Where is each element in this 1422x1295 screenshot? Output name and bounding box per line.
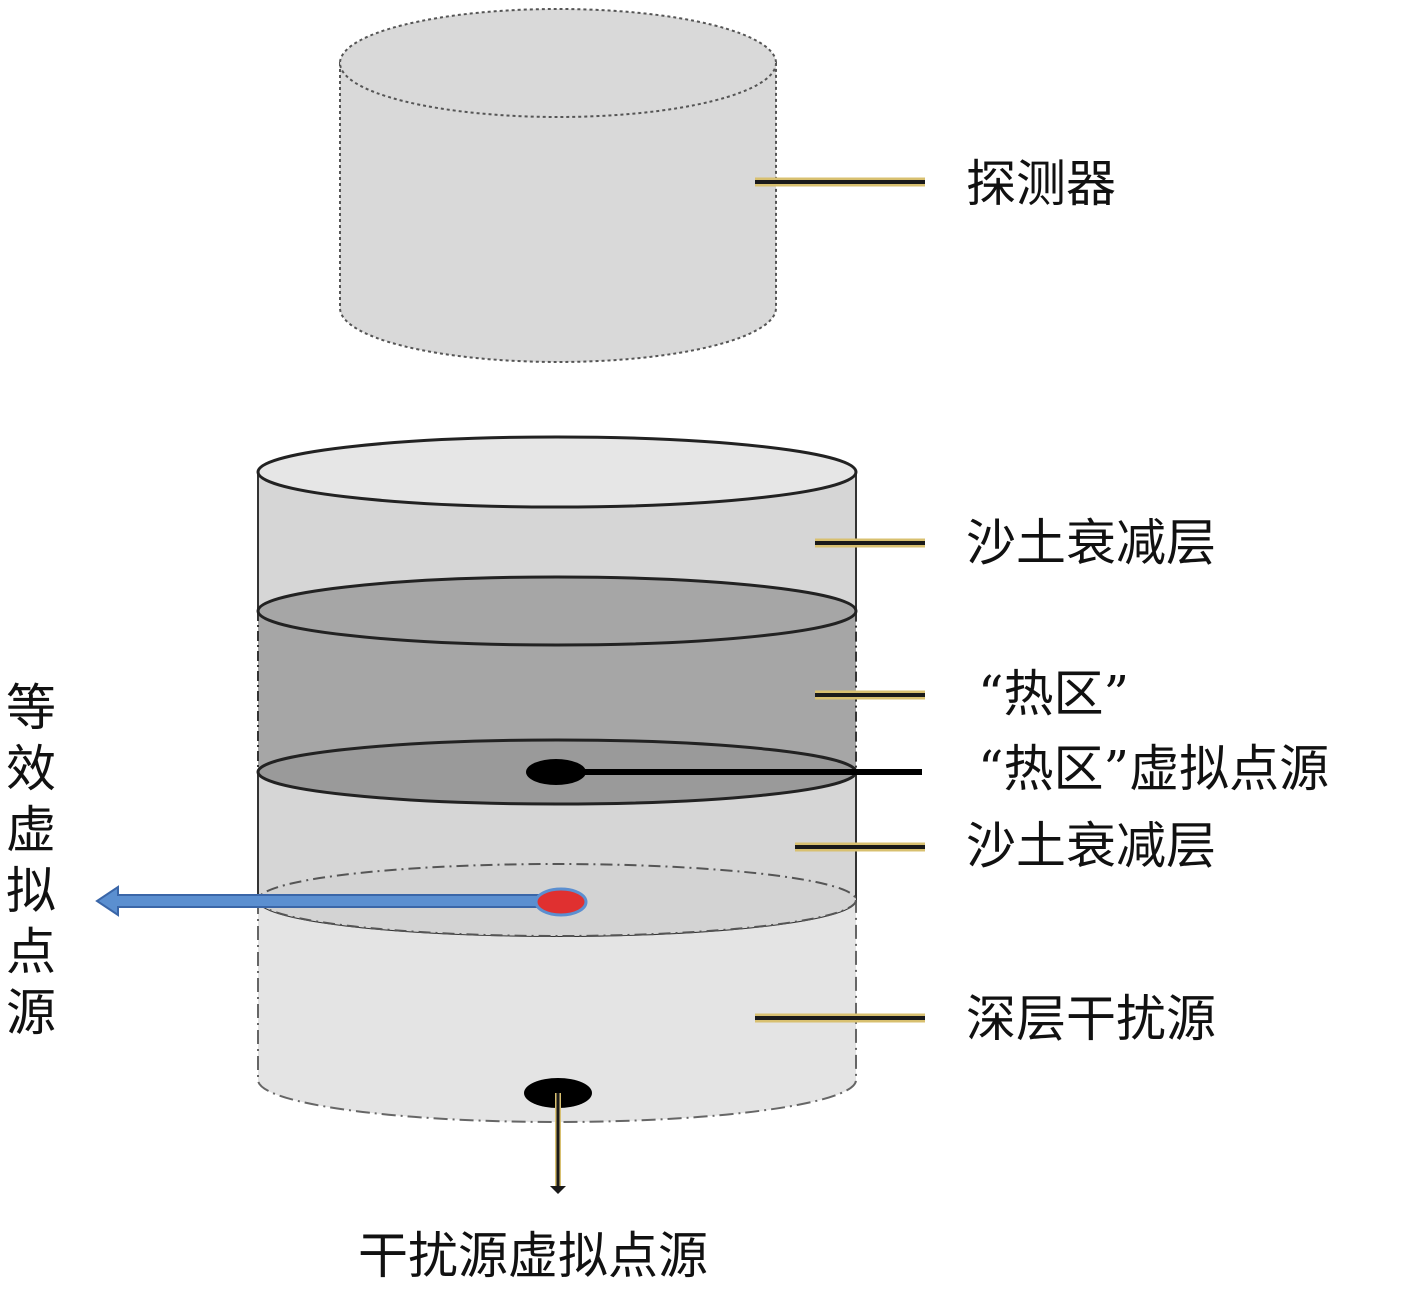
label-hot-zone-virtual-source: “热区”虚拟点源 (978, 740, 1330, 798)
equivalent-point-source (534, 887, 588, 917)
detector-top (339, 8, 777, 118)
equivalent-source-arrow (95, 885, 541, 917)
label-hot-zone: “热区” (978, 665, 1130, 723)
deep-interference-layer (257, 899, 857, 1123)
deep-layer-body (257, 899, 857, 1123)
leader-lines (755, 177, 925, 1023)
label-interference-virtual-source: 干扰源虚拟点源 (358, 1227, 708, 1285)
label-sand-layer-bottom: 沙土衰减层 (966, 817, 1216, 875)
interference-arrow-head (550, 1186, 566, 1194)
sand-layer-top (256, 435, 858, 647)
label-detector: 探测器 (966, 155, 1116, 213)
detector-cylinder (339, 8, 777, 363)
cylinder-top-rim (256, 435, 858, 509)
label-equivalent-virtual-source: 等效虚拟点源 (6, 679, 56, 1042)
label-sand-layer-top: 沙土衰减层 (966, 514, 1216, 572)
label-deep-interference: 深层干扰源 (966, 990, 1216, 1048)
hot-zone-top-plane (256, 575, 858, 647)
detector-body (339, 62, 777, 363)
